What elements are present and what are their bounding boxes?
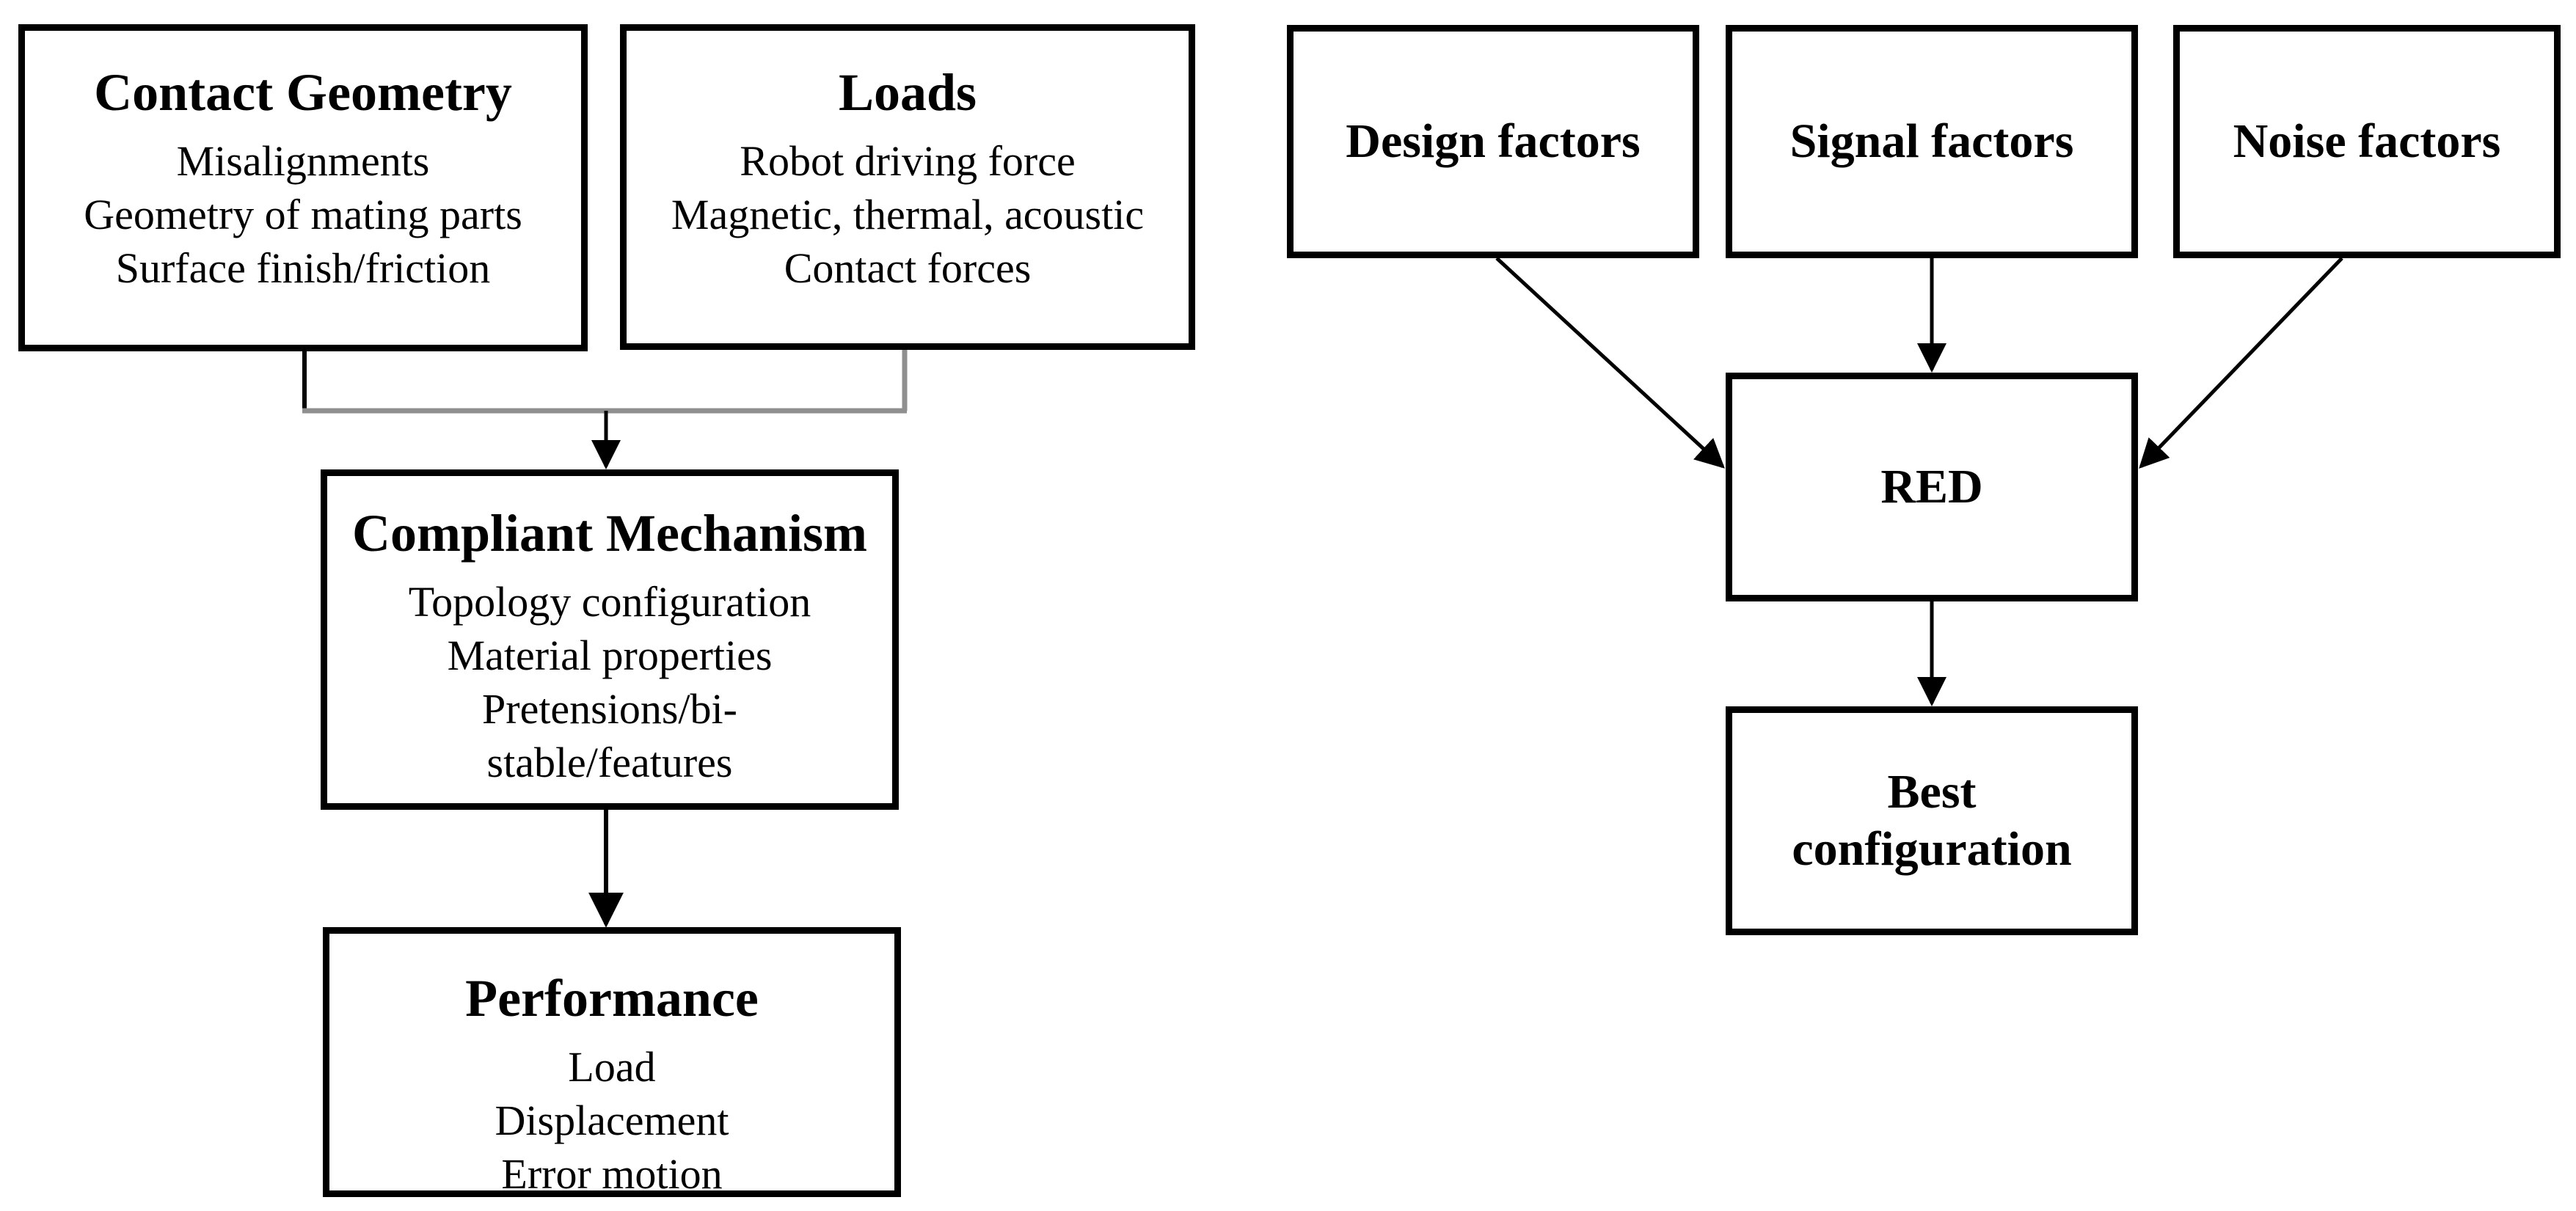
loads-title: Loads <box>838 63 977 122</box>
box-noise-factors: Noise factors <box>2173 25 2561 258</box>
loads-item: Magnetic, thermal, acoustic <box>671 191 1145 239</box>
performance-item: Error motion <box>501 1150 723 1199</box>
performance-title: Performance <box>465 969 759 1028</box>
signal-factors-title: Signal factors <box>1789 114 2074 169</box>
design-factors-title: Design factors <box>1346 114 1641 169</box>
performance-item: Displacement <box>495 1097 729 1145</box>
box-contact-geometry: Contact Geometry Misalignments Geometry … <box>18 24 588 351</box>
compliant-mechanism-item: stable/features <box>486 739 733 787</box>
compliant-mechanism-title: Compliant Mechanism <box>352 504 867 563</box>
contact-geometry-item: Geometry of mating parts <box>84 191 522 239</box>
contact-geometry-title: Contact Geometry <box>94 63 512 122</box>
loads-item: Robot driving force <box>740 136 1076 185</box>
compliant-mechanism-item: Topology configuration <box>408 577 811 626</box>
compliant-mechanism-item: Material properties <box>447 632 773 680</box>
box-signal-factors: Signal factors <box>1726 25 2138 258</box>
best-configuration-line: configuration <box>1792 822 2072 876</box>
arrow-design-to-red <box>1495 257 1725 469</box>
noise-factors-title: Noise factors <box>2233 114 2501 169</box>
box-red: RED <box>1726 373 2138 601</box>
compliant-mechanism-item: Pretensions/bi- <box>482 685 737 733</box>
box-design-factors: Design factors <box>1287 25 1699 258</box>
arrow-noise-to-red <box>2139 257 2343 469</box>
box-compliant-mechanism: Compliant Mechanism Topology configurati… <box>321 469 899 810</box>
best-configuration-line: Best <box>1887 765 1977 819</box>
box-best-configuration: Best configuration <box>1726 706 2138 935</box>
contact-geometry-item: Misalignments <box>176 136 430 185</box>
contact-geometry-item: Surface finish/friction <box>115 244 491 293</box>
red-title: RED <box>1880 460 1983 514</box>
loads-item: Contact forces <box>784 244 1032 293</box>
box-performance: Performance Load Displacement Error moti… <box>323 927 901 1198</box>
performance-item: Load <box>568 1042 656 1091</box>
box-loads: Loads Robot driving force Magnetic, ther… <box>620 24 1195 350</box>
